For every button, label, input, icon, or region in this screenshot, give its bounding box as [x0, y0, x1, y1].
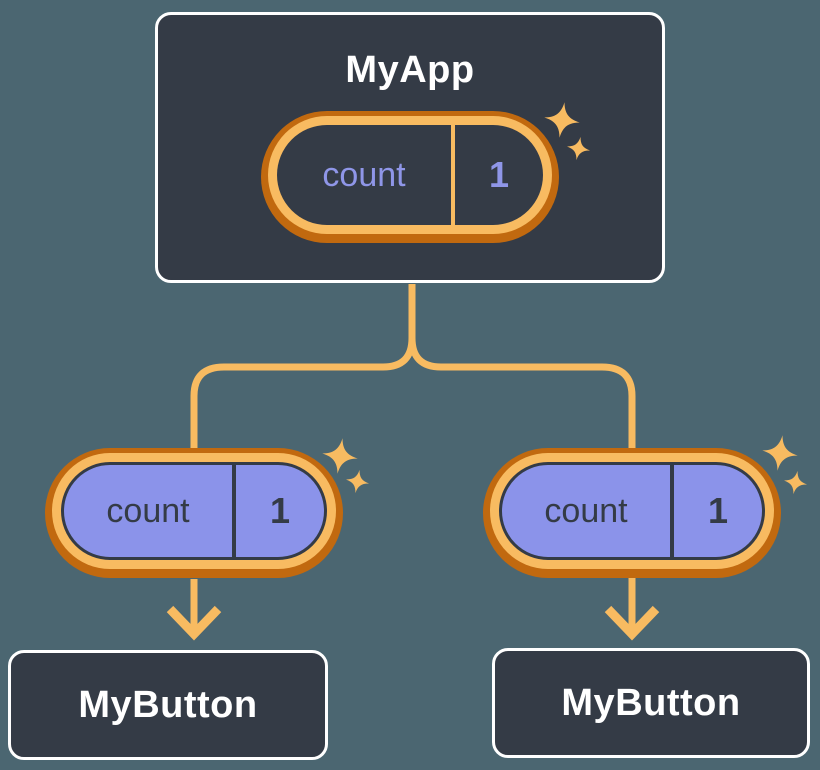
state-value: 1 — [488, 154, 510, 195]
state-key: count — [322, 155, 406, 194]
pill-divider — [670, 465, 674, 557]
pill-divider — [451, 125, 455, 225]
node-mybutton-right: MyButton — [492, 648, 810, 758]
fork-left-wire — [190, 284, 416, 451]
node-mybutton-label: MyButton — [561, 681, 741, 724]
node-mybutton-label: MyButton — [78, 683, 258, 726]
sparkle-icon — [322, 438, 358, 474]
node-mybutton-left: MyButton — [8, 650, 328, 760]
prop-pill-ring: count 1 — [52, 453, 336, 569]
prop-value: 1 — [269, 490, 291, 531]
arrow-right-head — [604, 605, 660, 641]
prop-pill-left: count 1 — [45, 448, 343, 578]
prop-value: 1 — [707, 490, 729, 531]
pill-divider — [232, 465, 236, 557]
prop-pill-core: count 1 — [499, 462, 765, 560]
sparkle-icon — [783, 470, 808, 495]
sparkle-icon — [544, 102, 580, 138]
arrow-left-head — [166, 605, 222, 641]
prop-pill-core: count 1 — [61, 462, 327, 560]
sparkle-icon — [762, 435, 798, 471]
node-myapp-label: MyApp — [345, 49, 475, 91]
sparkle-icon — [345, 469, 370, 494]
fork-right-wire — [408, 337, 636, 449]
state-pill-core: count 1 — [277, 125, 543, 225]
prop-key: count — [544, 491, 628, 530]
state-pill: count 1 — [261, 111, 559, 243]
prop-pill-right: count 1 — [483, 448, 781, 578]
state-pill-ring: count 1 — [268, 116, 552, 234]
prop-key: count — [106, 491, 190, 530]
prop-pill-ring: count 1 — [490, 453, 774, 569]
sparkle-icon — [566, 136, 591, 161]
